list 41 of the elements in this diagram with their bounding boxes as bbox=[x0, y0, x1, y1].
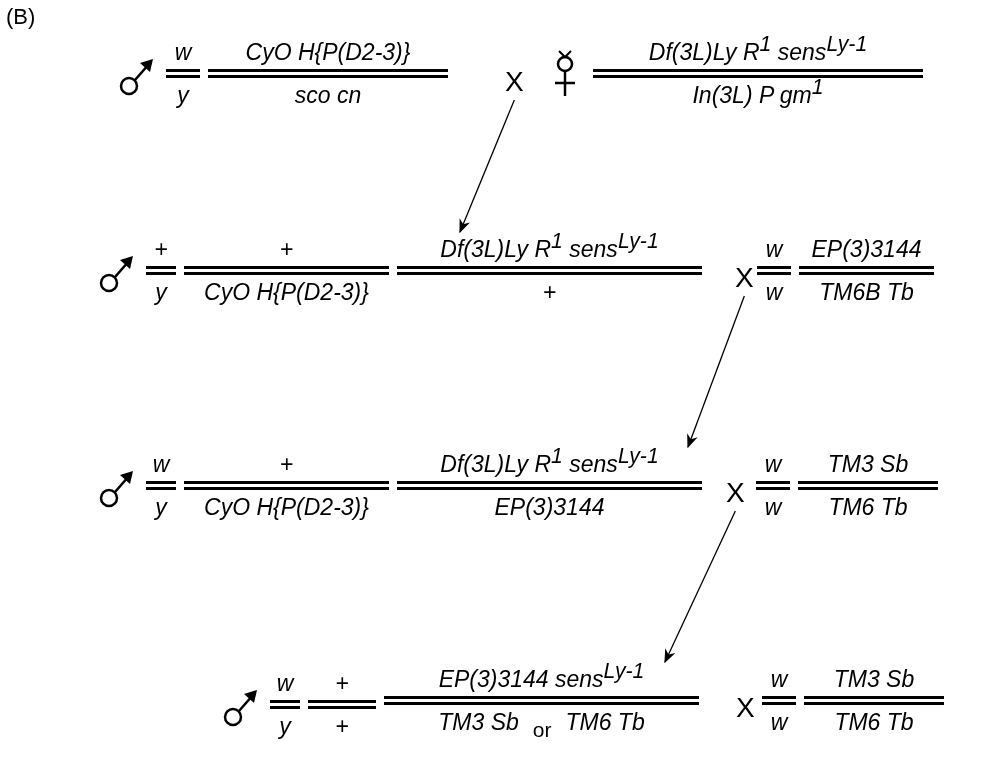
genotype-label: w bbox=[152, 450, 170, 478]
genotype-label: w bbox=[770, 708, 788, 736]
genotype-label: EP(3)3144 bbox=[811, 235, 922, 263]
genotype-label: TM6 Tb bbox=[834, 708, 914, 736]
cross-sign: X bbox=[726, 477, 745, 509]
genotype-label: w bbox=[764, 493, 782, 521]
genotype-label: w bbox=[764, 450, 782, 478]
genotype-label: TM6B Tb bbox=[819, 278, 914, 306]
genotype-label: w bbox=[765, 235, 783, 263]
cross-sign: X bbox=[735, 262, 754, 294]
genotype-label: + bbox=[335, 712, 349, 740]
genotype-label: w bbox=[770, 665, 788, 693]
genotype-label: y bbox=[279, 712, 291, 740]
genotype-label: + bbox=[154, 235, 168, 263]
genotype-label: + bbox=[279, 450, 294, 478]
genotype-label: + bbox=[279, 235, 294, 263]
genotype-label: CyO H{P(D2-3)} bbox=[204, 278, 369, 306]
arrow bbox=[687, 295, 745, 449]
genotype-label: y bbox=[177, 81, 189, 109]
genotype-label: TM6 Tb bbox=[828, 493, 908, 521]
genotype-label: sco cn bbox=[294, 81, 362, 109]
arrow bbox=[459, 99, 515, 234]
genotype-label: TM3 Sb bbox=[827, 450, 909, 478]
genotype-label: + bbox=[542, 278, 557, 306]
genotype-label: TM3 Sb bbox=[438, 708, 519, 736]
genotype-label: CyO H{P(D2-3)} bbox=[245, 38, 411, 66]
genotype-label: TM3 Sb bbox=[833, 665, 915, 693]
arrow bbox=[664, 510, 736, 664]
genotype-label: CyO H{P(D2-3)} bbox=[204, 493, 369, 521]
cross-sign: X bbox=[736, 692, 755, 724]
or-word: or bbox=[532, 717, 552, 743]
genotype-label: TM6 Tb bbox=[565, 708, 645, 736]
genotype-label: w bbox=[276, 669, 294, 697]
genotype-label: y bbox=[155, 278, 167, 306]
genotype-label: EP(3)3144 bbox=[494, 493, 605, 521]
genotype-label: y bbox=[155, 493, 167, 521]
genotype-label: + bbox=[335, 669, 349, 697]
genotype-label: w bbox=[765, 278, 783, 306]
cross-sign: X bbox=[505, 66, 524, 98]
panel-label: (B) bbox=[6, 4, 36, 30]
genotype-label: w bbox=[174, 38, 192, 66]
